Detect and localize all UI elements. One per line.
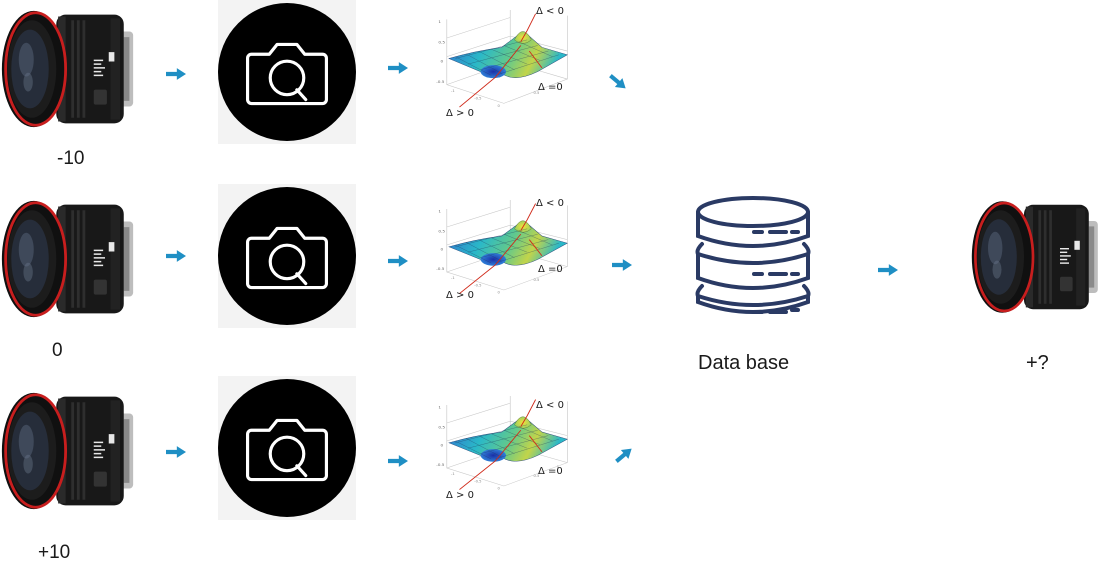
plot-annotation: Δ < 0 <box>536 198 564 209</box>
camera-lens-icon <box>0 382 150 520</box>
camera-lens-icon <box>0 190 150 328</box>
plot-annotation: Δ < 0 <box>536 400 564 411</box>
arrow-right-icon <box>388 455 408 467</box>
plot-annotation: Δ > 0 <box>446 108 474 119</box>
camera-icon <box>218 379 356 517</box>
row-level-label: 0 <box>52 340 63 361</box>
database-icon <box>688 192 818 322</box>
arrow-down-right-icon <box>606 71 629 93</box>
arrow-right-icon <box>166 68 186 80</box>
arrow-right-icon <box>612 259 632 271</box>
plot-annotation: Δ =0 <box>538 82 563 93</box>
camera-icon <box>218 3 356 141</box>
surface-plot-icon <box>432 396 580 504</box>
database-label: Data base <box>698 352 790 374</box>
camera-capture-panel <box>218 0 356 144</box>
camera-lens-icon <box>0 0 150 138</box>
camera-lens-icon <box>970 190 1114 324</box>
output-level-label: +? <box>1026 352 1049 374</box>
plot-annotation: Δ =0 <box>538 466 563 477</box>
surface-plot-icon <box>432 10 580 122</box>
arrow-right-icon <box>166 446 186 458</box>
camera-capture-panel <box>218 376 356 520</box>
plot-annotation: Δ > 0 <box>446 290 474 301</box>
row-level-label: -10 <box>57 148 85 169</box>
plot-annotation: Δ < 0 <box>536 6 564 17</box>
plot-annotation: Δ =0 <box>538 264 563 275</box>
arrow-right-icon <box>388 62 408 74</box>
camera-icon <box>218 187 356 325</box>
arrow-right-icon <box>388 255 408 267</box>
plot-annotation: Δ > 0 <box>446 490 474 501</box>
camera-capture-panel <box>218 184 356 328</box>
arrow-right-icon <box>878 264 898 276</box>
row-level-label: +10 <box>38 542 71 563</box>
arrow-right-icon <box>166 250 186 262</box>
arrow-up-right-icon <box>612 444 635 466</box>
